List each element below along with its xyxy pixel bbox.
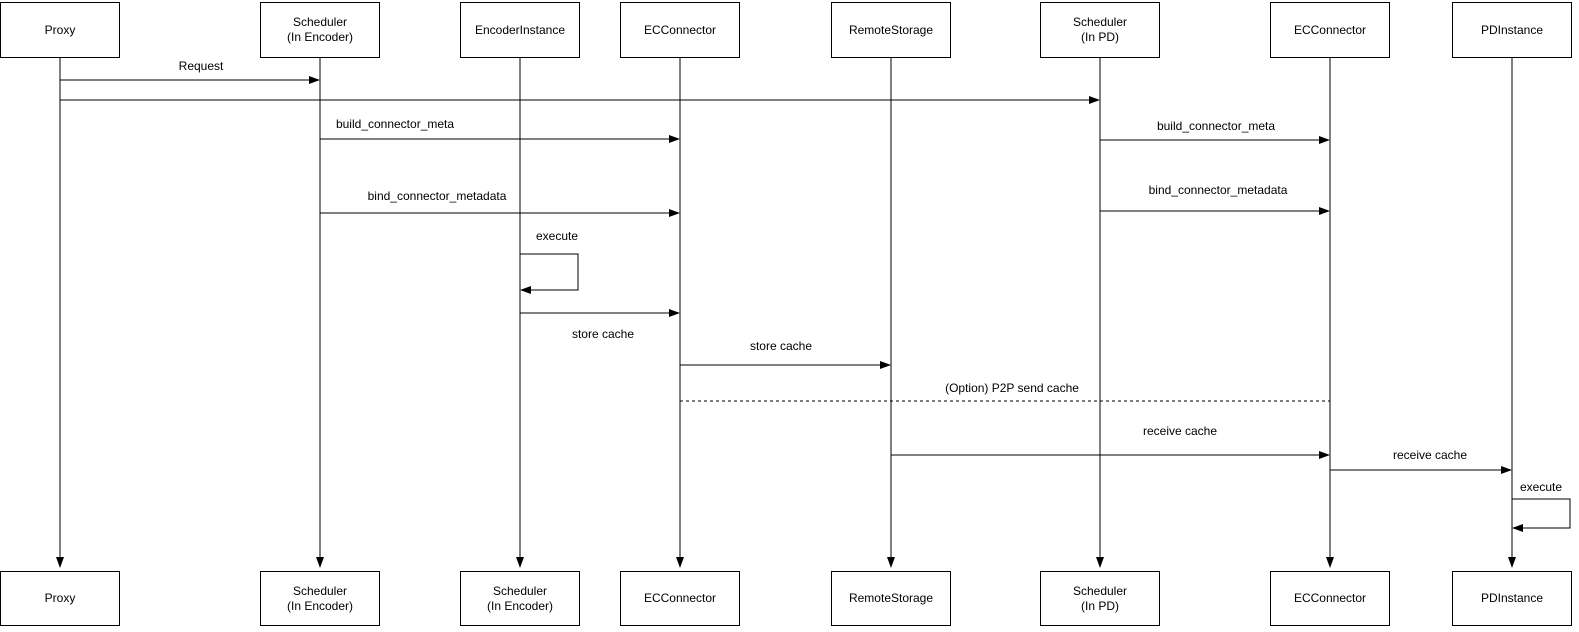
msg-label-bind-connector-metadata-encoder: bind_connector_metadata — [367, 189, 507, 203]
msg-label-build-connector-meta-encoder: build_connector_meta — [335, 117, 455, 131]
actor-top-pd-instance: PDInstance — [1452, 2, 1572, 58]
actor-bottom-ec-connector-1: ECConnector — [620, 571, 740, 626]
actor-top-proxy: Proxy — [0, 2, 120, 58]
msg-label-request: Request — [178, 59, 224, 73]
msg-label-execute-encoder: execute — [535, 229, 579, 243]
msg-label-bind-connector-metadata-pd: bind_connector_metadata — [1148, 183, 1288, 197]
msg-label-store-cache-2: store cache — [749, 339, 813, 353]
actor-bottom-ec-connector-2: ECConnector — [1270, 571, 1390, 626]
actor-top-ec-connector-2: ECConnector — [1270, 2, 1390, 58]
self-loop-execute-encoder — [520, 253, 579, 294]
actor-top-remote-storage: RemoteStorage — [831, 2, 951, 58]
actor-top-scheduler-encoder: Scheduler (In Encoder) — [260, 2, 380, 58]
msg-label-execute-pd: execute — [1519, 480, 1563, 494]
msg-label-p2p-send-cache: (Option) P2P send cache — [945, 381, 1079, 395]
actor-bottom-pd-instance: PDInstance — [1452, 571, 1572, 626]
actor-bottom-scheduler-pd: Scheduler (In PD) — [1040, 571, 1160, 626]
msg-label-receive-cache-2: receive cache — [1392, 448, 1468, 462]
actor-top-encoder-instance: EncoderInstance — [460, 2, 580, 58]
actor-bottom-scheduler-encoder-a: Scheduler (In Encoder) — [260, 571, 380, 626]
msg-label-store-cache-1: store cache — [571, 327, 635, 341]
actor-bottom-remote-storage: RemoteStorage — [831, 571, 951, 626]
self-loop-execute-pd — [1512, 498, 1571, 532]
msg-label-build-connector-meta-pd: build_connector_meta — [1156, 119, 1276, 133]
actor-top-ec-connector-1: ECConnector — [620, 2, 740, 58]
actor-top-scheduler-pd: Scheduler (In PD) — [1040, 2, 1160, 58]
actor-bottom-proxy: Proxy — [0, 571, 120, 626]
actor-bottom-scheduler-encoder-b: Scheduler (In Encoder) — [460, 571, 580, 626]
msg-label-receive-cache-1: receive cache — [1142, 424, 1218, 438]
